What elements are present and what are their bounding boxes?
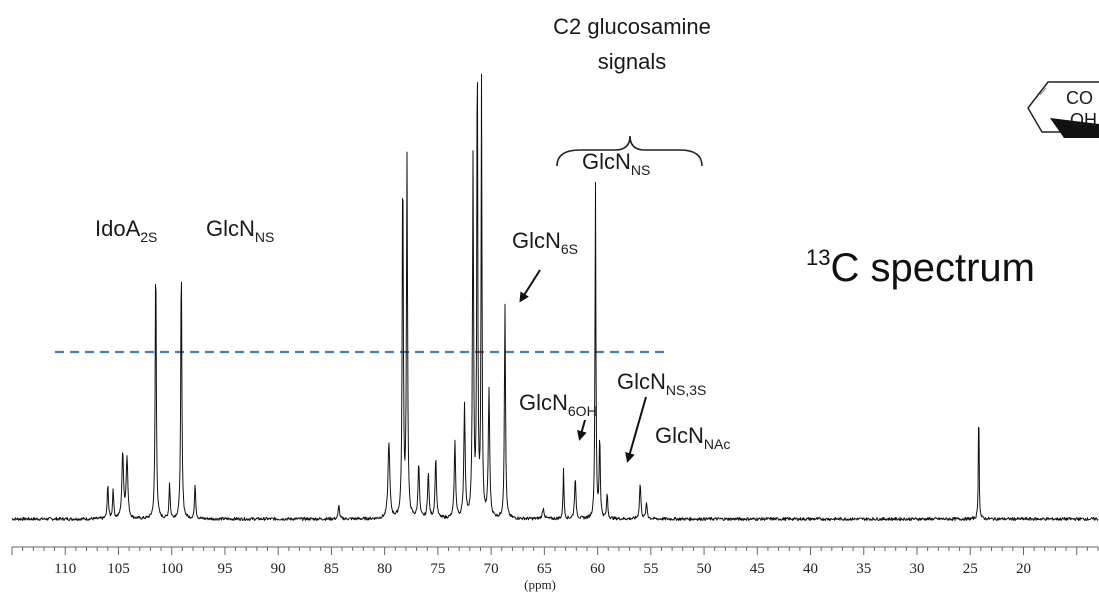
annotation-glcnns-a: GlcNNS	[206, 216, 274, 245]
annotation-main-text: GlcN	[655, 423, 704, 448]
corner-structure-text-1: CO	[1066, 88, 1093, 108]
annotation-glcnnac: GlcNNAc	[655, 423, 730, 452]
annotation-c2-line1: C2 glucosamine	[553, 14, 711, 39]
annotation-glcn6s: GlcN6S	[512, 228, 578, 257]
corner-structure-text-2: OH	[1070, 110, 1097, 130]
annotation-idoa2s: IdoA2S	[95, 216, 157, 245]
annotation-main-text: IdoA	[95, 216, 141, 241]
x-tick-label: 85	[324, 561, 339, 577]
x-tick-label: 95	[217, 561, 232, 577]
annotation-glcnns-b: GlcNNS	[582, 149, 650, 178]
arrow-glcn6s	[519, 269, 541, 303]
x-tick-label: 65	[537, 561, 552, 577]
x-axis-label: (ppm)	[524, 577, 556, 592]
annotation-main-text: GlcN	[206, 216, 255, 241]
x-tick-label: 100	[160, 561, 183, 577]
annotation-subscript: NS,3S	[666, 382, 706, 398]
x-tick-label: 45	[750, 561, 765, 577]
x-tick-label: 55	[643, 561, 658, 577]
annotation-c2-line2: signals	[598, 49, 666, 74]
annotation-main-text: GlcN	[519, 390, 568, 415]
x-tick-label: 70	[484, 561, 499, 577]
x-tick-label: 50	[697, 561, 712, 577]
annotation-subscript: NS	[255, 229, 274, 245]
annotation-subscript: 6OH	[568, 403, 597, 419]
x-tick-label: 110	[54, 561, 76, 577]
x-tick-label: 60	[590, 561, 605, 577]
arrow-glcnns3s	[625, 396, 647, 463]
annotation-main-text: GlcN	[582, 149, 631, 174]
annotation-subscript: 6S	[561, 241, 578, 257]
x-tick-label: 25	[963, 561, 978, 577]
annotation-glcn6oh: GlcN6OH	[519, 390, 597, 419]
annotation-subscript: NAc	[704, 436, 730, 452]
corner-structure: CO OH	[1027, 78, 1099, 148]
annotation-subscript: NS	[631, 162, 650, 178]
x-tick-label: 80	[377, 561, 392, 577]
x-tick-label: 20	[1016, 561, 1031, 577]
x-tick-label: 35	[856, 561, 871, 577]
annotation-main-text: GlcN	[512, 228, 561, 253]
annotation-main-text: C2 glucosamine	[553, 14, 711, 39]
x-tick-label: 105	[107, 561, 130, 577]
x-tick-label: 40	[803, 561, 818, 577]
x-tick-label: 75	[430, 561, 445, 577]
annotation-main-text: signals	[598, 49, 666, 74]
annotation-main-text: GlcN	[617, 369, 666, 394]
arrow-glcn6oh	[577, 419, 587, 441]
x-axis: 110 105 100 95 90 85 80 75 70 65 60 55 50 45 40 35 30 25 2…	[11, 546, 1099, 577]
annotation-subscript: 2S	[140, 229, 157, 245]
x-tick-label: 90	[271, 561, 286, 577]
x-tick-label: 30	[910, 561, 925, 577]
spectrum-label: 13C spectrum	[806, 245, 1035, 290]
spectrum-label-text: C spectrum	[830, 246, 1035, 290]
spectrum-trace	[11, 73, 1099, 521]
annotation-glcnns3s: GlcNNS,3S	[617, 369, 706, 398]
spectrum-label-sup: 13	[806, 245, 830, 270]
c2-brace	[556, 135, 703, 167]
